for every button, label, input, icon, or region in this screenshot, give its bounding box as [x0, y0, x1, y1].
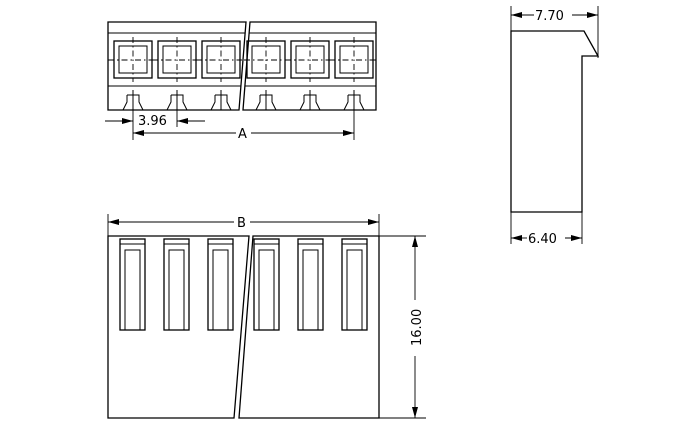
height-dimension: 16.00: [379, 235, 426, 419]
locking-ramp: [166, 90, 188, 111]
terminal-cavity: [297, 238, 324, 331]
a-dimension: A: [133, 110, 355, 142]
terminal-window: [285, 37, 335, 82]
top-view: 3.96 A: [105, 21, 377, 142]
front-view-right-half: [238, 235, 380, 419]
side-profile: [510, 30, 600, 213]
pitch-label: 3.96: [138, 114, 167, 129]
terminal-window: [196, 37, 242, 82]
locking-ramp: [343, 90, 365, 111]
pitch-dimension: 3.96: [105, 110, 205, 140]
terminal-cavity: [207, 238, 234, 331]
front-view: B: [107, 214, 426, 419]
terminal-cavity: [163, 238, 190, 331]
terminal-window: [329, 37, 376, 82]
locking-ramp: [210, 90, 232, 111]
locking-ramp: [122, 90, 144, 111]
locking-ramp: [299, 90, 321, 111]
terminal-window: [152, 37, 202, 82]
bottom-width-dimension: 6.40: [510, 212, 583, 247]
terminal-cavities: [119, 238, 368, 331]
terminal-cavity: [253, 238, 280, 331]
terminal-windows: [108, 37, 376, 82]
a-label: A: [238, 127, 247, 142]
terminal-window: [108, 37, 158, 82]
front-view-left-half: [107, 235, 250, 419]
top-view-right-half: [242, 21, 377, 111]
height-label: 16.00: [410, 309, 425, 346]
terminal-cavity: [341, 238, 368, 331]
locking-ramp: [255, 90, 277, 111]
terminal-cavity: [119, 238, 146, 331]
bottom-width-label: 6.40: [528, 232, 557, 247]
locking-ramps: [122, 90, 365, 111]
top-width-dimension: 7.70: [510, 6, 599, 58]
top-view-left-half: [107, 21, 247, 111]
terminal-window: [244, 37, 291, 82]
b-label: B: [237, 216, 246, 231]
top-width-label: 7.70: [535, 9, 564, 24]
side-view: 7.70 6.40: [510, 6, 600, 247]
b-dimension: B: [107, 214, 380, 236]
